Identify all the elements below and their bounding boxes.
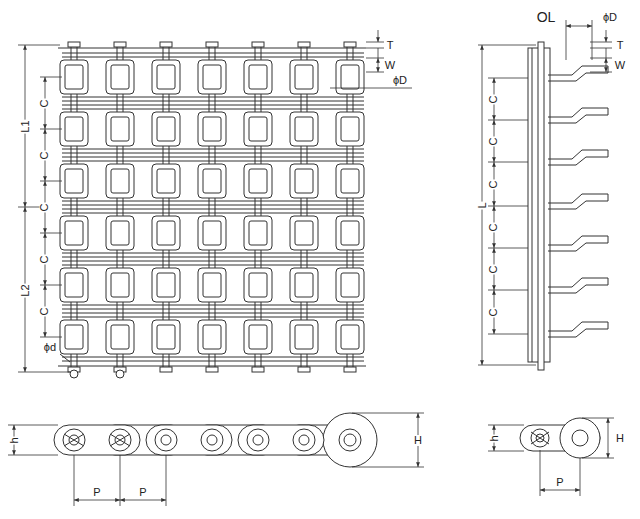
- dimension-label: h: [489, 434, 500, 442]
- dimension-label: C: [39, 254, 50, 264]
- dimension-label: H: [615, 433, 625, 444]
- dimension-label: C: [488, 179, 499, 189]
- dimension-label: ϕD: [602, 12, 618, 23]
- chain-side-view: [54, 413, 377, 467]
- dimension-label: C: [488, 264, 499, 274]
- dimension-label: P: [555, 477, 564, 488]
- dimension-label: L: [477, 201, 488, 209]
- dimension-label: L2: [20, 283, 31, 297]
- dimension-label: OL: [536, 10, 557, 24]
- dimension-label: H: [413, 435, 423, 446]
- ol-side-view: [520, 418, 600, 458]
- dimension-label: P: [138, 487, 147, 498]
- dimension-label: ϕd: [43, 342, 57, 353]
- dimension-label: C: [488, 307, 499, 317]
- dimension-label: W: [614, 60, 626, 71]
- dimension-lines: [488, 418, 614, 496]
- dimension-lines: [8, 413, 424, 506]
- dimension-label: h: [9, 436, 20, 444]
- dimension-lines: [478, 20, 612, 365]
- dimension-label: C: [39, 202, 50, 212]
- dimension-label: C: [39, 98, 50, 108]
- dimension-label: C: [488, 136, 499, 146]
- dimension-lines: [18, 30, 412, 372]
- dimension-label: T: [616, 40, 625, 51]
- dimension-label: T: [386, 40, 395, 51]
- dimension-label: L1: [20, 119, 31, 133]
- dimension-label: C: [39, 150, 50, 160]
- dimension-label: C: [488, 222, 499, 232]
- dimension-label: ϕD: [392, 75, 408, 86]
- dimension-label: W: [384, 60, 396, 71]
- dimension-label: P: [92, 487, 101, 498]
- dimension-label: C: [39, 306, 50, 316]
- dimension-label: C: [488, 94, 499, 104]
- chain-plan-view: [58, 42, 366, 378]
- ol-attachment-view: [528, 42, 608, 370]
